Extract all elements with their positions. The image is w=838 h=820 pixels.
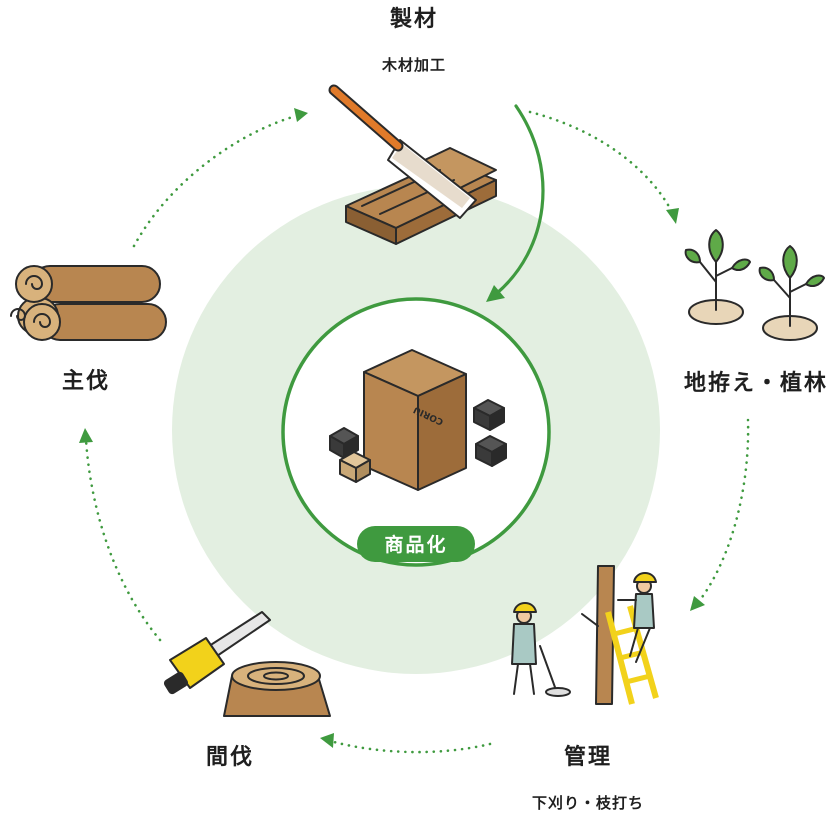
- sawmill-illustration: [328, 84, 497, 245]
- logs-illustration: [10, 265, 167, 341]
- center-label: 商品化: [384, 533, 447, 556]
- management-illustration: [511, 565, 659, 705]
- stage-shubatsu-title: 主伐: [62, 369, 110, 394]
- stage-seizai-subtitle: 木材加工: [381, 56, 446, 74]
- cycle-arrow-kanri-to-kanbatsu: [320, 733, 492, 754]
- stage-kanri-title: 管理: [564, 744, 612, 770]
- center-label-pill: [357, 526, 475, 562]
- stage-kanbatsu-title: 間伐: [206, 745, 254, 770]
- cycle-arrow-shokurin-to-kanri: [690, 418, 750, 611]
- stage-kanri-subtitle: 下刈り・枝打ち: [532, 794, 644, 812]
- seedlings-illustration: [684, 229, 825, 341]
- cycle-arrow-kanbatsu-to-shubatsu: [79, 428, 162, 642]
- cycle-arrow-seizai-to-shokurin: [528, 110, 679, 224]
- stage-seizai-title: 製材: [389, 6, 438, 32]
- stage-shokurin-title: 地拵え・植林: [684, 370, 828, 396]
- product-box-illustration: [329, 349, 507, 491]
- product-arrow: [486, 104, 545, 302]
- cycle-arrow-shubatsu-to-seizai: [132, 108, 308, 248]
- thinning-illustration: [163, 611, 331, 717]
